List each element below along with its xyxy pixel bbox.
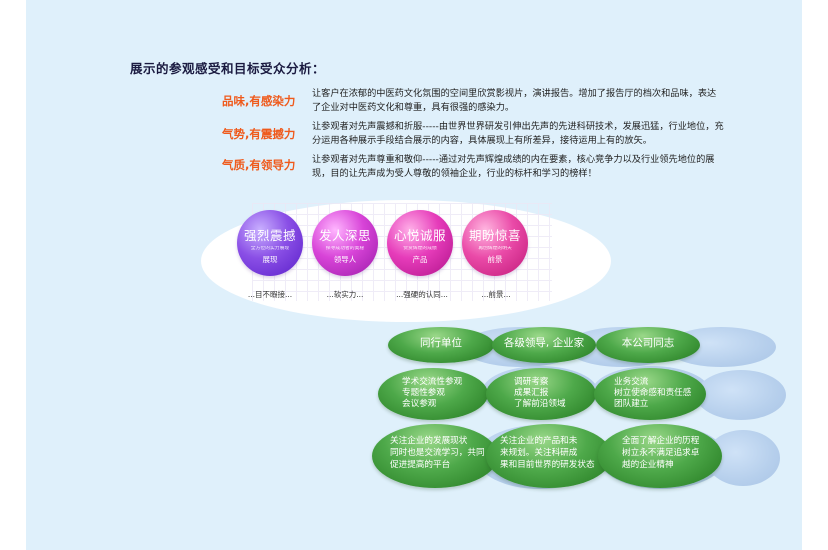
bubble-label: 产品 (412, 255, 428, 264)
bottom-line: 果和目前世界的研发状态 (500, 460, 595, 470)
mid-line: 业务交流 (614, 377, 649, 387)
bubble-caption: ...软实力... (326, 290, 364, 299)
audience-head-label: 同行单位 (420, 337, 462, 349)
bubble-title: 心悦诚服 (393, 228, 446, 243)
audience-head-label: 各级领导, 企业家 (503, 337, 585, 349)
row-text-momentum: 让参观者对先声震撼和折服-----由世界世界研发引伸出先声的先进科研技术，发展迅… (312, 121, 724, 146)
bottom-line: 来规划。关注科研成 (500, 448, 578, 458)
bubble-caption: ...前景... (481, 290, 511, 299)
audience-peer-mid: 学术交流性参观 专题性参观 会议参观 (378, 368, 488, 420)
bubble-shock: 强烈震撼 全方位的实力展现 展现 (237, 210, 303, 276)
row-tag-momentum: 气势,有震撼力 (222, 127, 296, 141)
row-tag-temperament: 气质,有领导力 (222, 158, 296, 172)
row-text-taste: 让客户在浓郁的中医药文化氛围的空间里欣赏影视片，演讲报告。增加了报告厅的档次和品… (312, 88, 717, 113)
bubble-label: 展现 (262, 255, 278, 264)
audience-head-label: 本公司同志 (621, 337, 675, 349)
audience-peer-bottom: 关注企业的发展现状 同时也是交流学习，共同 促进提高的平台 (372, 424, 498, 488)
mid-line: 了解前沿领域 (514, 399, 566, 409)
audience-staff-head: 本公司同志 (596, 327, 700, 363)
bubble-caption: ...目不暇接... (247, 290, 293, 299)
audience-leader-head: 各级领导, 企业家 (492, 327, 596, 363)
row-tag-taste: 品味,有感染力 (222, 94, 296, 108)
bottom-line: 促进提高的平台 (390, 460, 451, 470)
bubble-subtitle: 赞赏辉煌的成绩 (403, 246, 437, 251)
audience-peer-head: 同行单位 (388, 327, 494, 363)
mid-line: 成果汇报 (514, 388, 549, 398)
mid-line: 调研考察 (514, 377, 549, 387)
bubble-subtitle: 再创辉煌的明天 (478, 246, 512, 251)
audience-leader-bottom: 关注企业的产品和未 来规划。关注科研成 果和目前世界的研发状态 (486, 424, 612, 488)
bubble-label: 前景 (487, 255, 503, 264)
bubble-title: 发人深思 (318, 228, 371, 243)
bottom-line: 越的企业精神 (622, 460, 674, 470)
bubble-label: 领导人 (333, 255, 357, 264)
bubble-conviction: 心悦诚服 赞赏辉煌的成绩 产品 (387, 210, 453, 276)
mid-line: 团队建立 (614, 399, 649, 409)
bubble-title: 期盼惊喜 (468, 228, 521, 243)
cloud-shape (696, 370, 786, 420)
audience-leader-mid: 调研考察 成果汇报 了解前沿领域 (486, 368, 596, 420)
audience-staff-bottom: 全面了解企业的历程 树立永不满足追求卓 越的企业精神 (598, 424, 722, 488)
mid-line: 专题性参观 (402, 388, 445, 398)
mid-line: 学术交流性参观 (402, 377, 463, 387)
bottom-line: 全面了解企业的历程 (622, 436, 700, 446)
bubble-subtitle: 全方位的实力展现 (250, 246, 290, 251)
bubble-subtitle: 探寻成功者的奥秘 (325, 246, 365, 251)
audience-staff-mid: 业务交流 树立使命感和责任感 团队建立 (594, 368, 706, 420)
bottom-line: 关注企业的发展现状 (390, 436, 468, 446)
bubble-anticipation: 期盼惊喜 再创辉煌的明天 前景 (462, 210, 528, 276)
row-text-temperament: 让参观者对先声尊重和敬仰-----通过对先声辉煌成绩的内在要素，核心竞争力以及行… (312, 154, 715, 179)
slide-canvas: 展示的参观感受和目标受众分析： 品味,有感染力 让客户在浓郁的中医药文化氛围的空… (26, 0, 802, 550)
bottom-line: 树立永不满足追求卓 (622, 448, 700, 458)
mid-line: 会议参观 (402, 399, 437, 409)
bubble-thought: 发人深思 探寻成功者的奥秘 领导人 (312, 210, 378, 276)
bubble-caption: ...强硬的认同... (396, 290, 448, 299)
page-title: 展示的参观感受和目标受众分析： (130, 61, 326, 76)
bottom-line: 关注企业的产品和未 (500, 436, 578, 446)
bubble-title: 强烈震撼 (243, 228, 296, 243)
bottom-line: 同时也是交流学习，共同 (390, 448, 485, 458)
mid-line: 树立使命感和责任感 (614, 388, 692, 398)
